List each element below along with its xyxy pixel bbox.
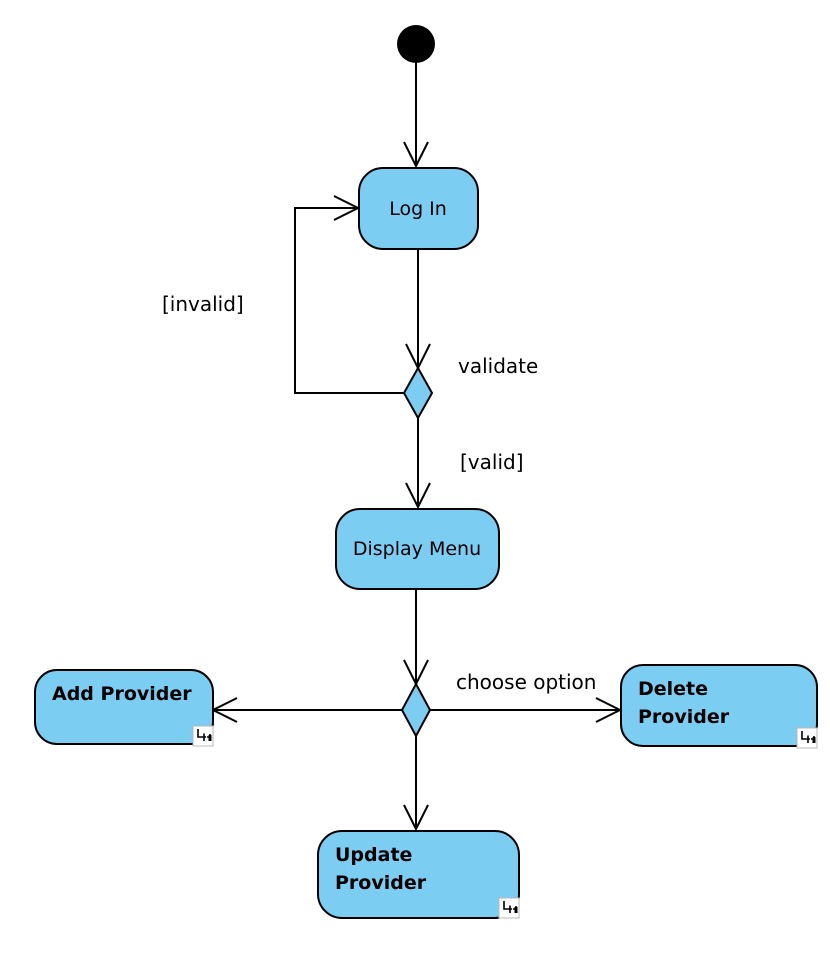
guard-invalid: [invalid]: [162, 292, 244, 316]
guard-valid: [valid]: [460, 450, 524, 474]
label-choose-option: choose option: [456, 670, 596, 694]
decision-validate: [402, 365, 434, 421]
action-delete-provider-line1: Delete: [638, 678, 708, 700]
initial-node: [397, 25, 435, 63]
arrowhead-update: [403, 804, 429, 832]
decision-choose-option: [400, 681, 432, 739]
call-behavior-icon: [192, 725, 214, 747]
action-update-provider-line1: Update: [335, 844, 412, 866]
action-delete-provider-line2: Provider: [638, 706, 730, 728]
action-add-provider-label: Add Provider: [52, 683, 192, 705]
action-login-label: Log In: [389, 198, 447, 220]
call-behavior-icon: [498, 897, 520, 919]
action-delete-provider[interactable]: Delete Provider: [620, 664, 818, 749]
arrowhead-menu: [405, 482, 431, 510]
action-display-menu-label: Display Menu: [353, 538, 481, 560]
flow-invalid-loop: [294, 207, 404, 394]
action-add-provider[interactable]: Add Provider: [34, 669, 214, 747]
label-validate: validate: [458, 354, 538, 378]
action-update-provider[interactable]: Update Provider: [317, 830, 520, 919]
action-login[interactable]: Log In: [358, 167, 479, 250]
arrowhead-login: [403, 141, 429, 169]
action-display-menu[interactable]: Display Menu: [335, 508, 500, 590]
call-behavior-icon: [796, 727, 818, 749]
action-update-provider-line2: Provider: [335, 872, 427, 894]
